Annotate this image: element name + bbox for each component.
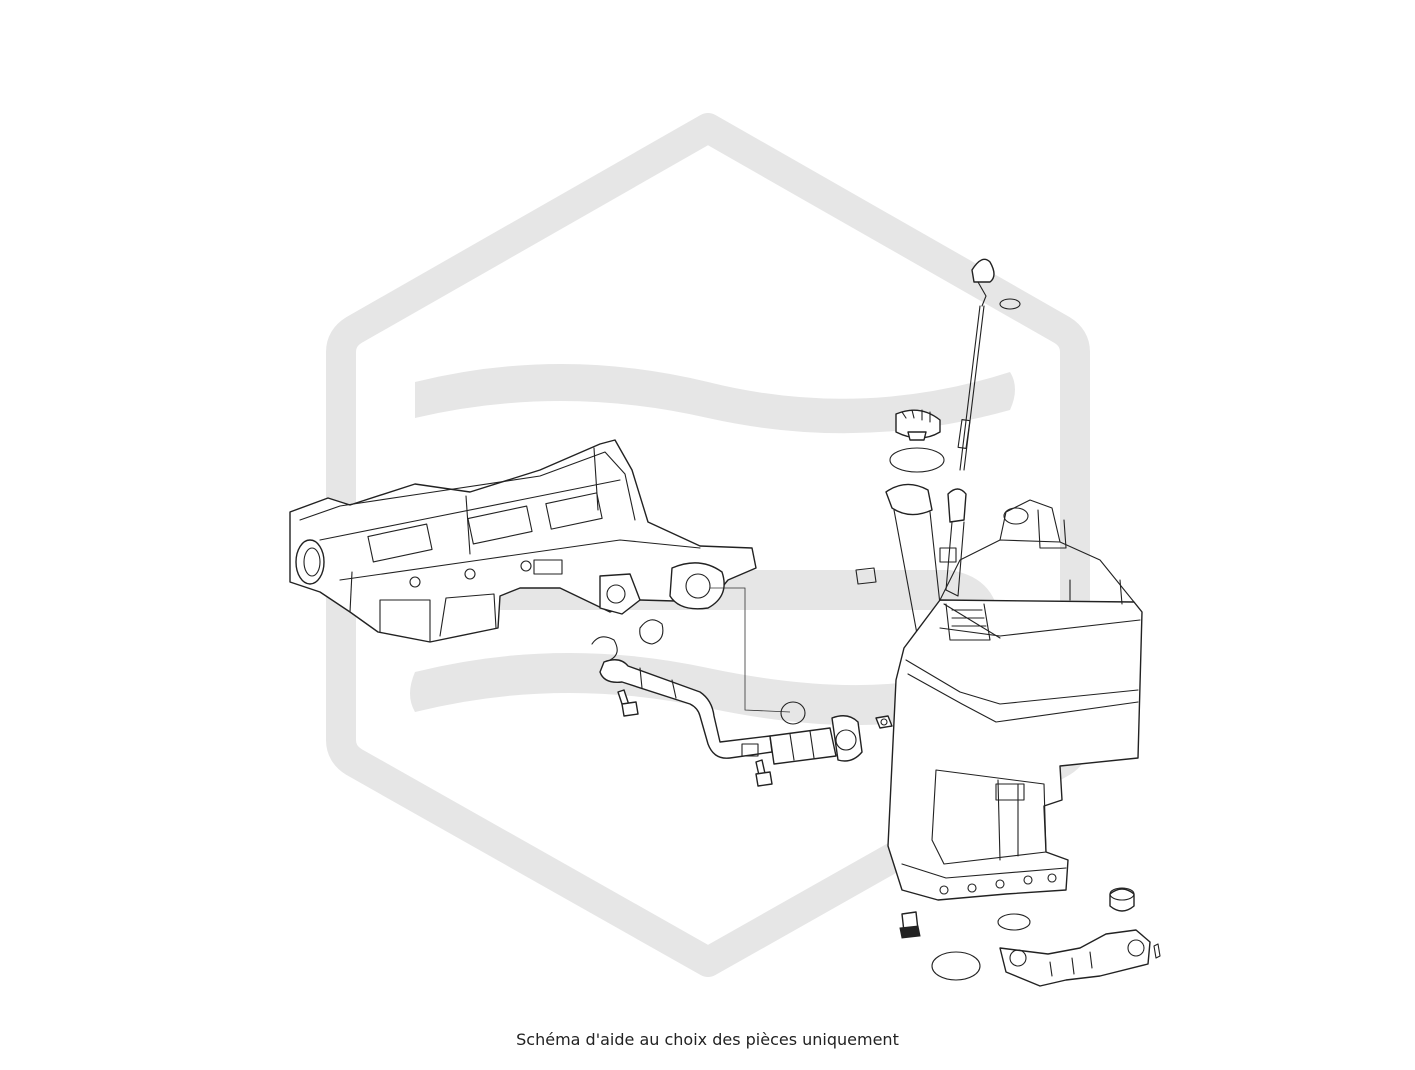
watermark-hexagon [326, 113, 1090, 977]
oil-sump-lower [887, 499, 1143, 901]
oil-return-pipe [599, 587, 863, 765]
pipe-clamp-ring [591, 636, 618, 661]
sump-bracket [999, 929, 1151, 987]
bracket-plug [1153, 943, 1161, 959]
pipe-bolt [617, 689, 639, 717]
sensor-gasket [931, 951, 981, 981]
oil-filler-cap [895, 409, 941, 441]
diagram-caption: Schéma d'aide au choix des pièces unique… [516, 1030, 899, 1049]
pipe-seal-ring-lower [780, 701, 806, 725]
watermark-s-upper [415, 364, 1015, 434]
oil-level-sensor [899, 911, 921, 939]
dipstick [957, 258, 1021, 471]
drain-plug-seal [997, 913, 1031, 931]
pipe-bolt-lower [755, 759, 773, 787]
oil-sump-upper [289, 439, 757, 643]
watermark-s-middle [378, 500, 1000, 726]
dipstick-guide-tube [855, 483, 967, 661]
pipe-seal-ring [639, 619, 664, 645]
pipe-nut [875, 715, 893, 729]
hexagon-s-logo-watermark [326, 113, 1090, 977]
filler-cap-seal [889, 447, 945, 473]
drain-plug [1109, 887, 1135, 912]
